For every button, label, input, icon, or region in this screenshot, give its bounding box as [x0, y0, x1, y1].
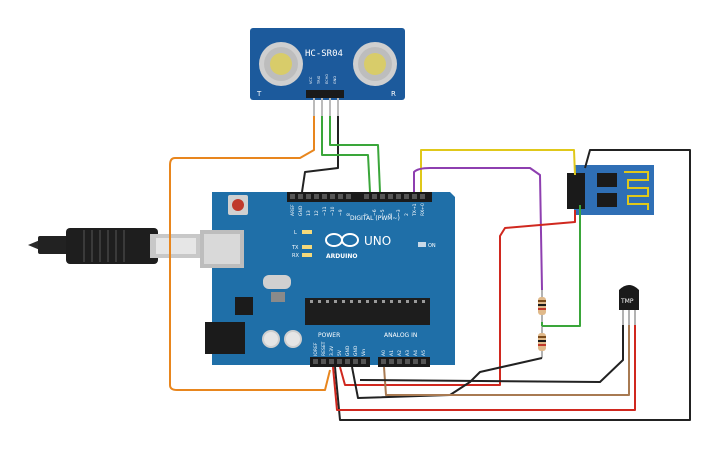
pin-label: TX→1: [412, 203, 418, 217]
wire-black-gnd: [301, 116, 339, 193]
arduino-logo: ARDUINO UNO: [325, 233, 391, 260]
pin-label: A0: [381, 350, 387, 356]
pin-label: 12: [314, 210, 320, 216]
crystal: [263, 275, 291, 289]
svg-text:TRIG: TRIG: [317, 75, 321, 85]
svg-text:ECHO: ECHO: [325, 74, 329, 84]
ultrasonic-sensor-hc-sr04[interactable]: HC-SR04 T R VCC TRIG ECHO GND: [250, 28, 405, 116]
resistor-2[interactable]: [538, 326, 546, 358]
pin-label: GND: [345, 345, 351, 356]
pin-label: ~9: [338, 209, 344, 216]
pin-label: Vin: [361, 349, 367, 356]
usb-cable: [28, 228, 200, 264]
power-label: POWER: [318, 332, 340, 339]
wires: [169, 116, 691, 421]
pin-label: A3: [405, 350, 411, 356]
pin-label: A2: [397, 350, 403, 356]
pin-label: ~10: [330, 206, 336, 216]
analog-label: ANALOG IN: [384, 332, 417, 339]
svg-text:L: L: [294, 230, 297, 236]
pin-label: 13: [306, 210, 312, 216]
pin-label: IOREF: [313, 342, 319, 356]
wire-green-trig: [321, 116, 371, 193]
brand-text: ARDUINO: [326, 253, 357, 260]
pin-label: 3.3V: [329, 345, 335, 356]
tmp-label: TMP: [620, 298, 634, 305]
pin-label: GND: [298, 205, 304, 216]
pin-label: 7: [364, 213, 370, 216]
pin-label: RESET: [321, 341, 327, 356]
pin-label: A4: [413, 350, 419, 356]
pin-label: ~5: [380, 209, 386, 216]
resistor-1[interactable]: [538, 290, 546, 322]
sensor-label: HC-SR04: [305, 49, 343, 59]
wifi-module-esp01[interactable]: [567, 165, 654, 215]
model-text: UNO: [364, 234, 391, 248]
pin-label: AREF: [290, 204, 296, 216]
svg-text:TX: TX: [291, 245, 299, 251]
svg-text:RX: RX: [292, 253, 299, 259]
pin-label: ~6: [372, 209, 378, 216]
wire-green-module: [542, 205, 581, 327]
svg-text:R: R: [391, 90, 396, 98]
temperature-sensor-tmp[interactable]: TMP: [619, 285, 639, 325]
pin-label: RX←0: [420, 203, 426, 216]
on-label: ON: [428, 243, 436, 249]
pin-label: A5: [421, 350, 427, 356]
pin-label: ~3: [396, 209, 402, 216]
wire-red-tmp: [332, 325, 636, 411]
dc-power-jack: [205, 322, 245, 354]
wire-green-echo: [329, 116, 381, 193]
svg-text:T: T: [256, 90, 262, 98]
pin-label: 8: [346, 213, 352, 216]
wire-black-long: [334, 149, 691, 421]
wire-black-tmp: [359, 325, 624, 383]
svg-text:VCC: VCC: [309, 76, 313, 84]
pin-label: GND: [353, 345, 359, 356]
wire-yellow: [420, 149, 576, 192]
svg-text:GND: GND: [333, 76, 337, 84]
wire-black-gnd2: [351, 357, 543, 399]
wire-red-5v: [339, 210, 576, 386]
pin-label: A1: [389, 350, 395, 356]
pin-label: 5V: [337, 349, 343, 356]
digital-header: [287, 192, 432, 202]
wire-orange-vcc: [169, 116, 331, 391]
pin-label: ~11: [322, 206, 328, 216]
analog-header: [378, 357, 430, 367]
pin-label: 2: [404, 213, 410, 216]
status-leds: L TX RX: [291, 230, 312, 259]
pin-label: 4: [388, 213, 394, 216]
digital-label: DIGITAL (PWM~): [350, 215, 400, 222]
wire-purple: [413, 167, 543, 291]
